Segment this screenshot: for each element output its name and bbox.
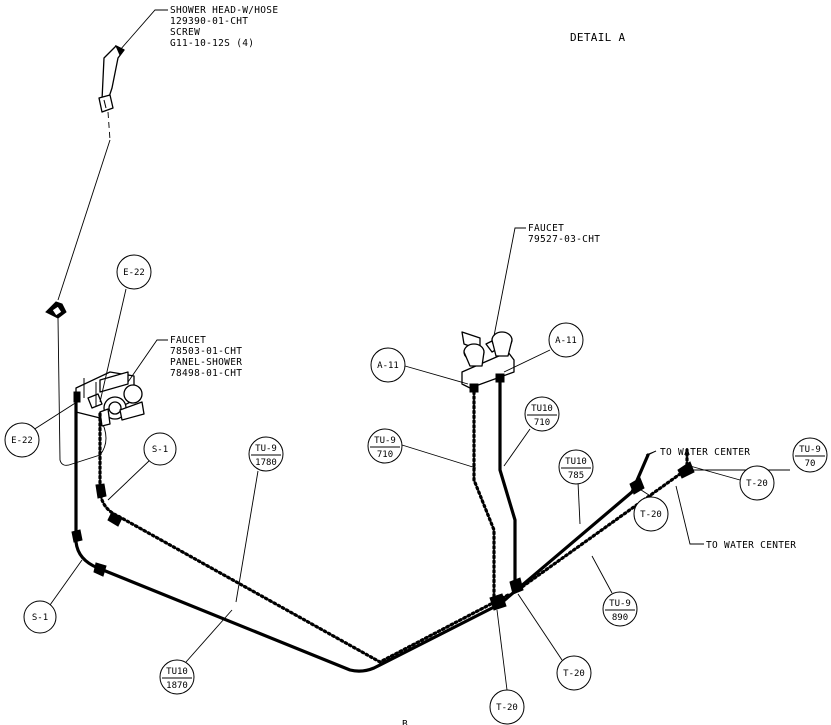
label-tu9-710	[367, 428, 403, 464]
svg-text:TU-9: TU-9	[609, 599, 631, 609]
bubble-e22-left	[4, 422, 40, 458]
sink-faucet-part	[461, 331, 515, 393]
svg-text:SCREW: SCREW	[170, 27, 200, 38]
detail-title: DETAIL A	[570, 31, 625, 44]
svg-text:70: 70	[805, 459, 816, 469]
bubble-s1-upper	[143, 432, 177, 466]
svg-text:A-11: A-11	[377, 361, 399, 371]
svg-text:T-20: T-20	[496, 703, 518, 713]
svg-text:TU-9: TU-9	[799, 445, 821, 455]
svg-text:T-20: T-20	[640, 510, 662, 520]
pipe-tu9-sink-riser	[472, 390, 496, 604]
svg-text:S-1: S-1	[152, 445, 168, 455]
shower-callout-leader	[119, 9, 168, 51]
sink-faucet-leader	[493, 227, 526, 337]
svg-text:TU-9: TU-9	[374, 436, 396, 446]
label-tu9-1780	[248, 436, 284, 472]
label-tu10-710	[524, 396, 560, 432]
svg-text:T-20: T-20	[746, 479, 768, 489]
label-tu9-890	[602, 591, 638, 627]
label-tu10-785	[558, 449, 594, 485]
hose-clip-part	[45, 301, 67, 319]
svg-text:129390-01-CHT: 129390-01-CHT	[170, 16, 248, 27]
bubble-s1-lower	[23, 600, 57, 634]
svg-text:TU10: TU10	[531, 404, 553, 414]
svg-text:T-20: T-20	[563, 669, 585, 679]
svg-text:78503-01-CHT: 78503-01-CHT	[170, 346, 242, 357]
water-center-lower: TO WATER CENTER	[706, 540, 796, 551]
svg-text:TU10: TU10	[565, 457, 587, 467]
svg-text:710: 710	[377, 450, 393, 460]
water-center-upper: TO WATER CENTER	[660, 447, 750, 458]
pipe-tu10-shower-riser	[74, 400, 502, 673]
svg-text:TU10: TU10	[166, 667, 188, 677]
bottom-mark: B	[402, 719, 408, 725]
label-tu9-70	[792, 437, 828, 473]
pipe-tu10-sink-riser	[498, 380, 517, 588]
bubble-a11-left	[370, 347, 406, 383]
svg-text:FAUCET: FAUCET	[170, 335, 206, 346]
svg-text:FAUCET: FAUCET	[528, 223, 564, 234]
hose-loop	[57, 317, 107, 466]
svg-text:PANEL-SHOWER: PANEL-SHOWER	[170, 357, 242, 368]
svg-text:785: 785	[568, 471, 584, 481]
bubble-t20-mid	[633, 496, 669, 532]
shower-faucet-leader	[127, 339, 168, 383]
shower-faucet-part	[73, 371, 145, 427]
shower-callout: SHOWER HEAD-W/HOSE 129390-01-CHT SCREW G…	[170, 5, 278, 49]
shower-hose-dashed	[107, 111, 111, 141]
svg-text:890: 890	[612, 613, 628, 623]
svg-text:E-22: E-22	[123, 268, 145, 278]
svg-text:SHOWER HEAD-W/HOSE: SHOWER HEAD-W/HOSE	[170, 5, 278, 16]
svg-text:G11-10-12S (4): G11-10-12S (4)	[170, 38, 254, 49]
svg-text:TU-9: TU-9	[255, 444, 277, 454]
bubble-t20-right	[739, 465, 775, 501]
pipe-tu10-water-center	[498, 453, 650, 606]
svg-text:78498-01-CHT: 78498-01-CHT	[170, 368, 242, 379]
label-tu10-1870	[159, 659, 195, 695]
svg-text:E-22: E-22	[11, 436, 33, 446]
shower-head-part	[98, 44, 125, 113]
svg-text:S-1: S-1	[32, 613, 48, 623]
svg-text:1780: 1780	[255, 458, 277, 468]
bubble-a11-right	[548, 322, 584, 358]
shower-hose-line	[57, 139, 111, 301]
svg-text:A-11: A-11	[555, 336, 577, 346]
bubble-t20-lower-right	[556, 655, 592, 691]
svg-text:1870: 1870	[166, 681, 188, 691]
svg-text:710: 710	[534, 418, 550, 428]
sink-faucet-callout: FAUCET 79527-03-CHT	[528, 223, 600, 245]
bubble-t20-bottom	[489, 689, 525, 725]
bubble-e22-top	[116, 254, 152, 290]
shower-faucet-callout: FAUCET 78503-01-CHT PANEL-SHOWER 78498-0…	[170, 335, 242, 379]
svg-text:79527-03-CHT: 79527-03-CHT	[528, 234, 600, 245]
shower-elbow-fittings	[71, 483, 123, 577]
